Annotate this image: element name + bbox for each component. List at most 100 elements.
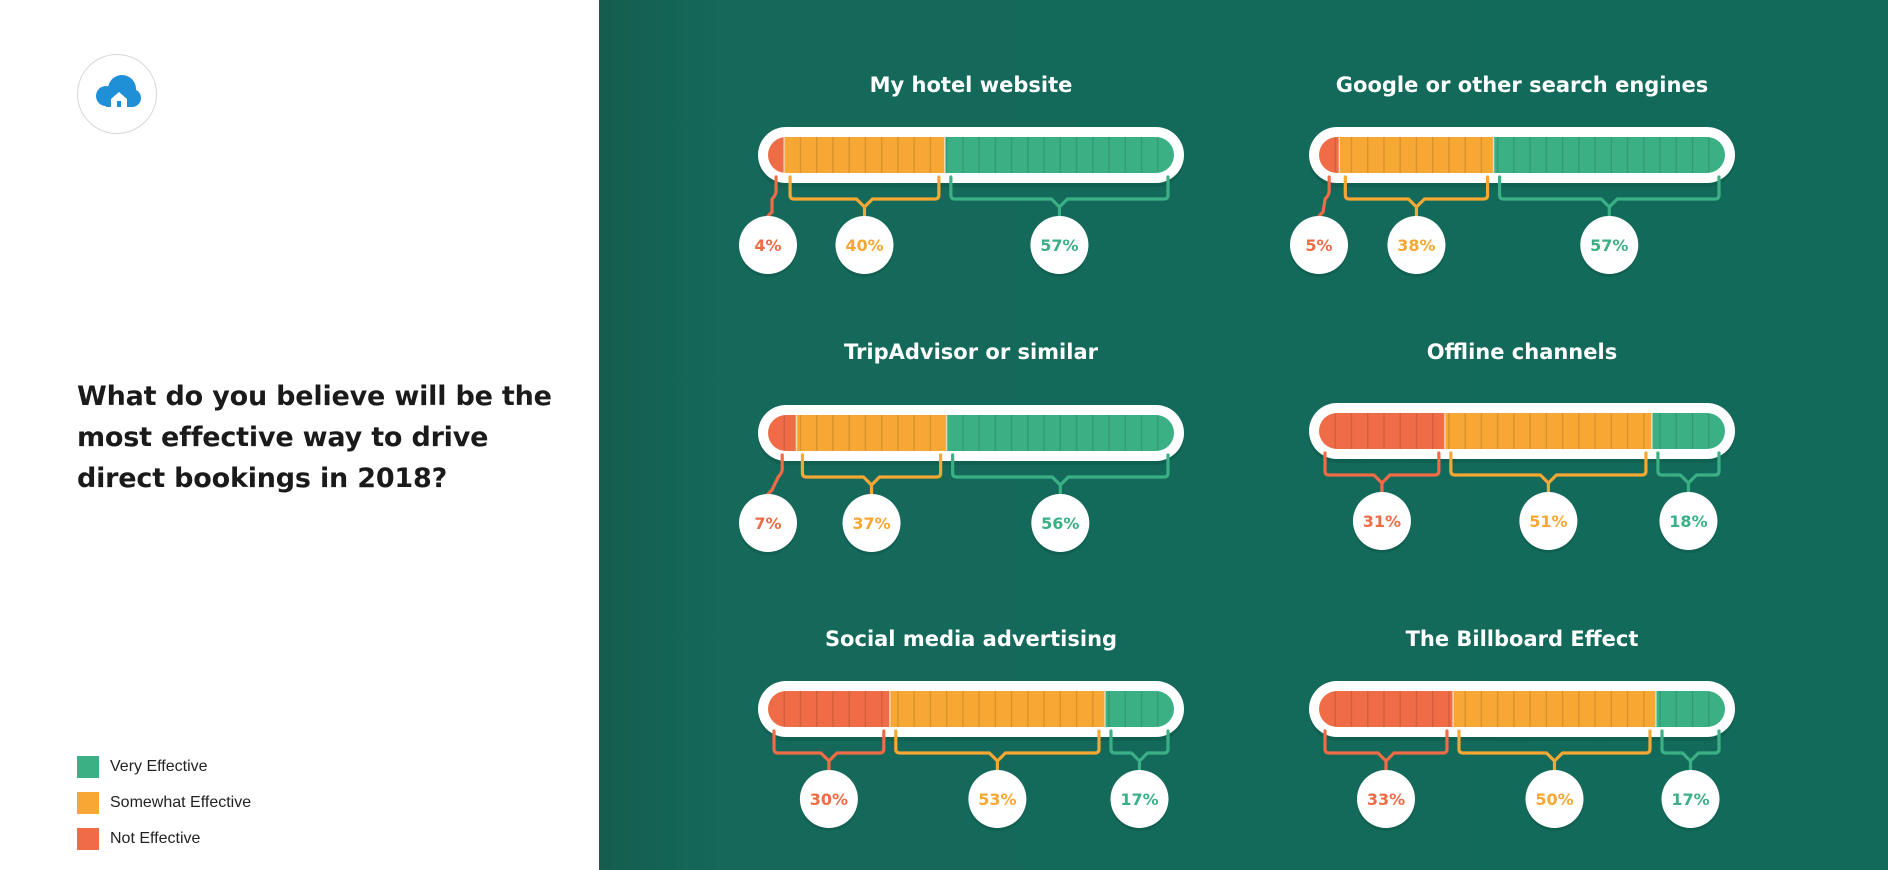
bar-segment-not-effective: [1319, 691, 1453, 727]
bracket: [1656, 451, 1721, 494]
bar-segments: [1319, 413, 1725, 449]
value-bubble: [1387, 216, 1446, 274]
value-bubble: [1356, 770, 1415, 828]
bar-segment-somewhat-effective: [1444, 413, 1652, 449]
legend-label: Very Effective: [110, 758, 208, 775]
value-label: 5%: [1305, 236, 1332, 255]
legend-swatch: [77, 792, 99, 814]
chart-group: TripAdvisor or similar 7% 37% 56%: [739, 340, 1184, 555]
logo: [77, 54, 157, 134]
legend-label: Not Effective: [110, 830, 201, 847]
bracket: [951, 453, 1170, 496]
bar-segment-not-effective: [768, 691, 890, 727]
value-label: 40%: [845, 236, 883, 255]
value-bubble: [1661, 770, 1720, 828]
legend-swatch: [77, 828, 99, 850]
bracket: [766, 175, 778, 218]
chart-group: Offline channels 31% 51% 18%: [1309, 340, 1735, 553]
value-bubble: [1030, 216, 1089, 274]
bar-segment-very-effective: [1651, 413, 1725, 449]
value-bubble: [799, 770, 858, 828]
bar-segment-somewhat-effective: [784, 137, 945, 173]
value-bubble: [1580, 216, 1639, 274]
legend-swatch: [77, 756, 99, 778]
chart-group: Google or other search engines 5% 38% 57%: [1290, 73, 1735, 277]
chart-title: Social media advertising: [825, 627, 1117, 651]
chart-title: Offline channels: [1427, 340, 1617, 364]
value-label: 33%: [1367, 790, 1405, 809]
value-label: 37%: [852, 514, 890, 533]
bracket: [1497, 175, 1721, 218]
bracket: [800, 453, 943, 496]
chart-title: The Billboard Effect: [1406, 627, 1639, 651]
bar-segment-not-effective: [1319, 137, 1340, 173]
bar-segments: [768, 691, 1174, 727]
value-bubble: [842, 494, 901, 552]
bracket: [772, 729, 886, 772]
chart-title: Google or other search engines: [1336, 73, 1708, 97]
bar-segment-very-effective: [946, 415, 1174, 451]
value-bubble: [1031, 494, 1090, 552]
bar-segment-very-effective: [1655, 691, 1725, 727]
chart-group: My hotel website 4% 40% 57%: [739, 73, 1184, 277]
bar-segments: [1319, 137, 1725, 173]
value-label: 53%: [978, 790, 1016, 809]
bracket: [894, 729, 1101, 772]
value-bubble: [739, 494, 797, 552]
bar-segment-somewhat-effective: [1339, 137, 1494, 173]
bar-segment-very-effective: [944, 137, 1174, 173]
value-label: 38%: [1397, 236, 1435, 255]
cloud-house-icon: [96, 75, 141, 107]
bracket: [949, 175, 1170, 218]
value-label: 17%: [1120, 790, 1158, 809]
value-bubble: [1519, 492, 1578, 550]
value-bubble: [1525, 770, 1584, 828]
value-label: 56%: [1041, 514, 1079, 533]
value-label: 7%: [754, 514, 781, 533]
bracket: [1343, 175, 1490, 218]
bar-segment-somewhat-effective: [889, 691, 1105, 727]
value-label: 57%: [1040, 236, 1078, 255]
bar-segment-somewhat-effective: [796, 415, 947, 451]
value-label: 57%: [1590, 236, 1628, 255]
bracket: [1660, 729, 1721, 772]
left-panel: What do you believe will be the most eff…: [0, 0, 599, 870]
value-bubble: [835, 216, 894, 274]
bar-segment-not-effective: [768, 415, 797, 451]
bracket: [1317, 175, 1331, 218]
value-label: 18%: [1669, 512, 1707, 531]
question-title: What do you believe will be the most eff…: [77, 381, 552, 494]
value-bubble: [739, 216, 797, 274]
bracket: [788, 175, 941, 218]
value-label: 50%: [1535, 790, 1573, 809]
value-label: 4%: [754, 236, 781, 255]
bar-segments: [1319, 691, 1725, 727]
bracket: [1449, 451, 1648, 494]
bar-segments: [768, 415, 1174, 451]
value-label: 31%: [1363, 512, 1401, 531]
bracket: [1109, 729, 1170, 772]
legend-label: Somewhat Effective: [110, 794, 252, 811]
value-bubble: [968, 770, 1027, 828]
value-label: 30%: [810, 790, 848, 809]
bar-segment-somewhat-effective: [1452, 691, 1656, 727]
chart-title: TripAdvisor or similar: [844, 340, 1099, 364]
value-bubble: [1290, 216, 1348, 274]
bracket: [1323, 451, 1441, 494]
bracket: [1323, 729, 1449, 772]
bar-segment-very-effective: [1493, 137, 1725, 173]
value-bubble: [1110, 770, 1169, 828]
value-label: 17%: [1671, 790, 1709, 809]
value-bubble: [1659, 492, 1718, 550]
chart-group: The Billboard Effect 33% 50% 17%: [1309, 627, 1735, 831]
value-label: 51%: [1529, 512, 1567, 531]
bar-segment-very-effective: [1104, 691, 1174, 727]
bar-segment-not-effective: [1319, 413, 1445, 449]
bracket: [1457, 729, 1652, 772]
bar-segments: [768, 137, 1174, 173]
bracket: [766, 453, 784, 496]
chart-group: Social media advertising 30% 53% 17%: [758, 627, 1184, 831]
chart-title: My hotel website: [870, 73, 1073, 97]
